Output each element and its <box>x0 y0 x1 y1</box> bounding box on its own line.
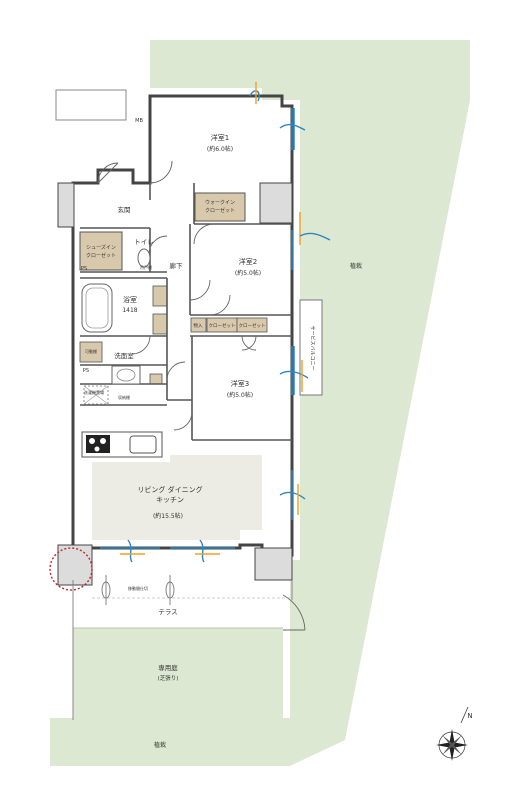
service-balcony <box>299 299 323 396</box>
small-label-2: 収納棚 <box>118 394 130 400</box>
shoes-in-closet <box>79 231 123 271</box>
western3-size: (約5.0帖) <box>227 391 253 399</box>
sink-icon <box>129 435 157 454</box>
outer-wall-right <box>260 194 294 557</box>
storage-block-3 <box>190 317 207 333</box>
garden-name: 専用庭 <box>158 663 178 672</box>
walk-in-closet-line2: クローゼット <box>205 207 235 214</box>
western2-name: 洋室2 <box>239 257 257 266</box>
column-bottom-left <box>57 544 93 586</box>
toilet-shelf-label: 吊戸棚 <box>140 264 152 270</box>
small-label-1: 可動棚 <box>85 348 97 354</box>
shoes-closet-line1: シューズイン <box>86 244 116 251</box>
private-garden <box>73 628 283 720</box>
wash-machine-label: 洗濯機置場 <box>84 389 104 395</box>
western2-size: (約5.0帖) <box>235 269 261 277</box>
storage-block-4 <box>149 373 163 385</box>
western3-name: 洋室3 <box>231 379 249 388</box>
entrance-label: 玄関 <box>118 205 131 214</box>
planting-south-label: 植栽 <box>154 741 166 749</box>
ldk-floor <box>92 455 262 540</box>
closet-b-block <box>236 317 268 333</box>
washing-machine-area <box>83 385 109 405</box>
wash-basin <box>111 365 141 385</box>
column-bottom-right <box>254 547 293 581</box>
closet-a-label: クローゼット <box>209 322 236 329</box>
service-balcony-label: サービスバルコニー <box>309 326 316 371</box>
bath-name: 浴室 <box>123 295 137 304</box>
washroom-label: 洗面室 <box>114 351 134 360</box>
balcony-rail <box>55 89 127 121</box>
western1-name: 洋室1 <box>211 133 229 142</box>
closet-b-label: クローゼット <box>239 322 266 329</box>
ps-label-2: PS <box>83 368 89 374</box>
toilet-bowl <box>137 248 151 268</box>
ldk-size: (約15.5帖) <box>153 512 183 520</box>
planting-east-label: 植栽 <box>350 262 362 270</box>
walk-in-closet-line1: ウォークイン <box>205 199 235 206</box>
movable-partition-label: 移動間仕切 <box>128 585 148 591</box>
planting-area-east <box>150 40 470 740</box>
storage-block-2 <box>152 313 168 335</box>
ldk-line1: リビング ダイニング <box>137 485 202 494</box>
toilet-label: トイレ <box>134 238 154 246</box>
bathtub <box>81 283 113 333</box>
bath-size: 1418 <box>122 307 137 314</box>
ps-label-1: PS <box>81 266 87 272</box>
western1-size: (約6.0帖) <box>207 145 233 153</box>
column-marker-circle <box>49 547 93 591</box>
garden-note: (芝張り) <box>158 674 179 682</box>
compass-n-label: N <box>467 712 472 720</box>
column-right-1 <box>259 182 293 224</box>
planting-area-south <box>50 718 345 766</box>
wash-shelf <box>79 341 103 363</box>
terrace-label: テラス <box>158 608 177 616</box>
ldk-line2: キッチン <box>156 496 184 504</box>
shoes-closet-line2: クローゼット <box>86 252 116 259</box>
hallway-label: 廊下 <box>170 261 184 270</box>
column-top-left <box>57 182 75 228</box>
mb-label: MB <box>135 118 143 124</box>
walk-in-closet <box>194 192 246 222</box>
storage-block-1 <box>152 285 168 307</box>
storage-label: 物入 <box>194 322 203 329</box>
compass-icon <box>436 706 469 761</box>
outer-wall-top <box>71 94 152 197</box>
